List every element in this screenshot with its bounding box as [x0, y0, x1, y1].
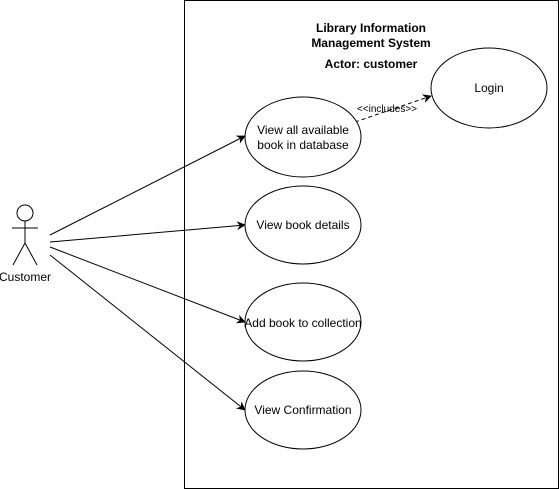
include-label: <<includes>> — [357, 104, 417, 115]
use-case-view-confirmation-label: View Confirmation — [254, 403, 351, 417]
system-title-line2: Management System — [311, 36, 430, 50]
use-case-view-details-label: View book details — [256, 218, 349, 232]
use-case-view-all-line1: View all available — [257, 123, 349, 137]
use-case-add-collection-label: Add book to collection — [244, 316, 361, 330]
actor-caption: Actor: customer — [325, 57, 418, 71]
use-case-view-confirmation[interactable]: View Confirmation — [244, 370, 362, 450]
include-relation — [354, 94, 432, 123]
use-case-view-all-line2: book in database — [257, 138, 349, 152]
association-view-all — [49, 135, 246, 236]
use-case-login[interactable]: Login — [430, 47, 548, 129]
customer-actor — [12, 204, 38, 266]
actor-head — [16, 204, 34, 222]
association-view-details — [49, 221, 246, 243]
association-view-confirmation — [49, 254, 246, 411]
actor-right-leg — [24, 242, 38, 266]
actor-label: Customer — [0, 270, 51, 284]
use-case-view-book-details[interactable]: View book details — [244, 185, 362, 265]
system-title-line1: Library Information — [316, 21, 426, 35]
use-case-add-book-to-collection[interactable]: Add book to collection — [244, 282, 362, 362]
association-add-collection — [49, 246, 246, 324]
use-case-view-all-books[interactable]: View all available book in database — [244, 96, 362, 178]
use-case-login-label: Login — [474, 81, 503, 95]
actor-left-leg — [12, 242, 26, 266]
